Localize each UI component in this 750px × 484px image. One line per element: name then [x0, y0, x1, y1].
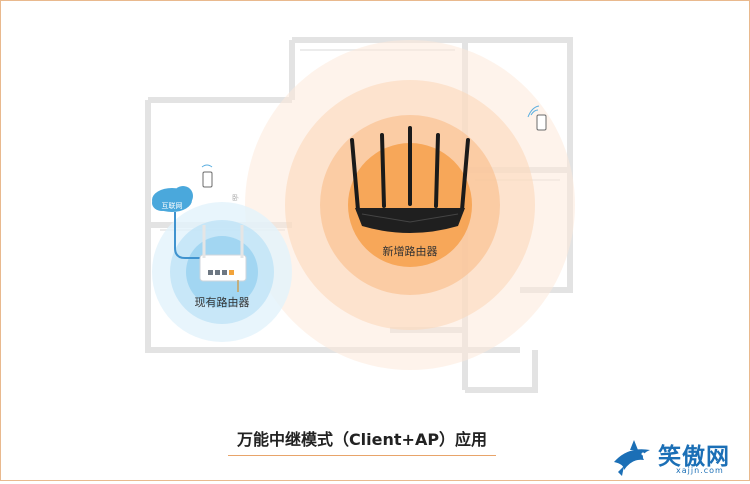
existing-router-icon	[199, 225, 247, 292]
internet-label: 互联网	[162, 201, 183, 210]
existing-router-label: 现有路由器	[195, 295, 250, 309]
phone-icon	[527, 105, 547, 131]
shark-logo-icon	[614, 440, 650, 476]
internet-cloud-icon: 互联网	[152, 186, 193, 212]
phone-icon	[201, 164, 213, 188]
new-router-label: 新增路由器	[383, 244, 438, 258]
internet-cable	[174, 212, 205, 259]
watermark-url: xajjn.com	[676, 466, 724, 475]
diagram-caption: 万能中继模式（Client+AP）应用	[236, 430, 488, 449]
caption-underline	[228, 455, 496, 456]
watermark-logo: 笑傲网 xajjn.com	[610, 436, 750, 481]
new-router-icon	[350, 126, 470, 233]
room-tag: 卧	[232, 194, 239, 202]
watermark-brand: 笑傲网	[658, 444, 730, 470]
